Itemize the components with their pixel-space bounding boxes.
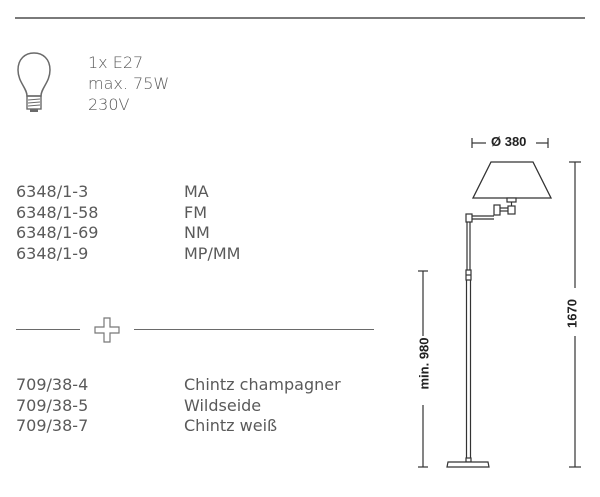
light-bulb-icon: [17, 52, 51, 112]
shade-code: 709/38-7: [16, 416, 89, 435]
spec-voltage: 230V: [88, 95, 130, 114]
article-finish: NM: [184, 223, 210, 242]
bulb-specs: 1x E27 max. 75W 230V: [88, 52, 169, 115]
article-code: 6348/1-9: [16, 243, 89, 263]
divider-line-right: [134, 329, 374, 330]
spec-socket: 1x E27: [88, 53, 144, 72]
min-height-label: min. 980: [416, 337, 432, 390]
shade-material: Chintz weiß: [184, 416, 278, 435]
divider-line-left: [16, 329, 80, 330]
article-finish: MA: [184, 182, 209, 201]
shade-code: 709/38-4: [16, 375, 89, 394]
article-code: 6348/1-69: [16, 223, 99, 242]
shade-diameter-label: Ø 380: [491, 134, 527, 149]
spec-wattage: max. 75W: [88, 74, 170, 93]
plus-icon: [94, 317, 120, 343]
top-rule: [15, 17, 585, 19]
article-finish: FM: [184, 202, 208, 222]
shade-material: Wildseide: [184, 395, 262, 415]
article-finish: MP/MM: [184, 243, 241, 263]
total-height-label: 1670: [564, 299, 580, 328]
article-code: 6348/1-58: [16, 202, 99, 222]
article-code: 6348/1-3: [16, 182, 89, 201]
shade-code: 709/38-5: [16, 395, 89, 415]
shade-material: Chintz champagner: [184, 375, 341, 394]
